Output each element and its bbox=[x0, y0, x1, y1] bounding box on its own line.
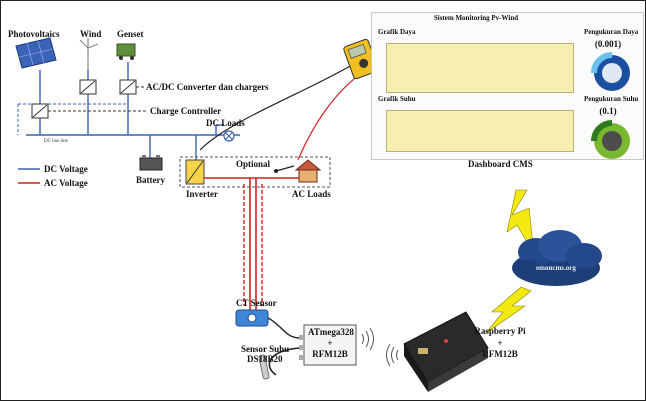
converter-box-icon bbox=[31, 79, 137, 119]
wind-label: Wind bbox=[80, 29, 102, 39]
inverter-icon bbox=[185, 159, 205, 185]
raspberry-pi-icon bbox=[403, 311, 489, 392]
gauge-suhu-icon bbox=[591, 120, 630, 159]
cloud-icon bbox=[512, 230, 602, 286]
dashboard-panel: Sistem Monitoring Pv-Wind Grafik Daya Gr… bbox=[371, 12, 644, 160]
acdc-converter-label: AC/DC Converter dan chargers bbox=[146, 82, 269, 92]
chart-daya-title: Grafik Daya bbox=[378, 28, 416, 36]
battery-icon bbox=[139, 155, 163, 171]
house-icon bbox=[294, 159, 322, 183]
gauge-daya-icon bbox=[591, 52, 630, 91]
switch-icon bbox=[274, 165, 295, 173]
temperature-probe-icon bbox=[258, 347, 301, 380]
wind-turbine-icon bbox=[79, 38, 99, 70]
rfm-label-2: RFM12B bbox=[482, 349, 518, 359]
rfm-label-1: RFM12B bbox=[312, 349, 348, 359]
gauge-daya-title: Pengukuran Daya bbox=[584, 28, 639, 36]
legend-dc-label: DC Voltage bbox=[44, 164, 88, 174]
dashboard-title: Sistem Monitoring Pv-Wind bbox=[433, 14, 519, 22]
chart-daya-plot bbox=[386, 43, 574, 93]
optional-region bbox=[179, 156, 331, 188]
dc-wiring bbox=[26, 62, 240, 160]
ac-input-dashed bbox=[17, 103, 128, 135]
genset-label: Genset bbox=[117, 29, 144, 39]
chart-suhu-plot bbox=[386, 110, 574, 152]
sensor-suhu-label: Sensor Suhu bbox=[241, 344, 290, 354]
atmega-plus: + bbox=[327, 338, 333, 348]
charge-controller-label: Charge Controller bbox=[150, 106, 222, 116]
inverter-label: Inverter bbox=[186, 189, 218, 199]
lightning-icon bbox=[485, 286, 532, 334]
ct-sensor-label: CT Sensor bbox=[236, 298, 277, 308]
ct-sensor-icon bbox=[235, 309, 269, 327]
ac-wiring bbox=[204, 177, 310, 310]
multimeter-icon bbox=[343, 38, 379, 80]
atmega-board-icon bbox=[299, 324, 357, 366]
dashboard-label: Dashboard CMS bbox=[468, 159, 533, 169]
gauge-suhu-value: (0.1) bbox=[599, 106, 617, 116]
lamp-icon bbox=[223, 130, 235, 142]
legend-ac-label: AC Voltage bbox=[44, 178, 88, 188]
photovoltaic-panel-icon bbox=[15, 37, 57, 69]
chart-suhu-title: Grafik Suhu bbox=[378, 95, 416, 103]
raspberry-plus: + bbox=[497, 338, 503, 348]
radio-waves-left-icon bbox=[386, 343, 399, 367]
emoncms-label: emoncms.org bbox=[536, 264, 576, 272]
optional-label: Optional bbox=[236, 159, 271, 169]
legend-lines bbox=[18, 168, 40, 184]
gauge-suhu-title: Pengukuran Suhu bbox=[584, 95, 639, 103]
genset-icon bbox=[116, 43, 136, 60]
lightning-icon bbox=[506, 189, 535, 255]
dc-loads-label: DC Loads bbox=[206, 118, 245, 128]
gauge-daya-value: (0.001) bbox=[594, 39, 622, 49]
battery-label: Battery bbox=[136, 175, 165, 185]
pv-label: Photovoltaics bbox=[8, 29, 60, 39]
dc-bus-label: DC bus line bbox=[44, 139, 68, 144]
ds18b20-label: DS18B20 bbox=[247, 354, 283, 364]
radio-waves-right-icon bbox=[361, 327, 374, 351]
raspberry-label: Raspberry Pi bbox=[474, 326, 526, 336]
ac-loads-label: AC Loads bbox=[292, 189, 331, 199]
atmega-label: ATmega328 bbox=[308, 327, 354, 337]
